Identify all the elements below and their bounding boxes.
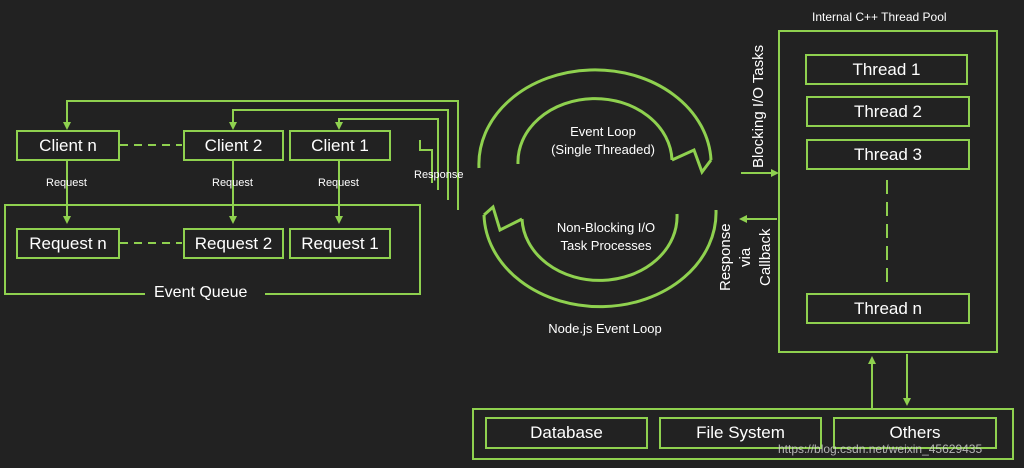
non-blocking-title: Non-Blocking I/O Task Processes bbox=[533, 219, 679, 255]
response-stub bbox=[419, 140, 433, 183]
client-n-box: Client n bbox=[16, 130, 120, 161]
event-loop-bottom-arc-outer bbox=[482, 209, 718, 309]
event-loop-top-arc-outer bbox=[477, 68, 713, 169]
event-queue-outline bbox=[4, 204, 421, 295]
request-label-2: Request bbox=[212, 177, 253, 189]
non-blocking-line1: Non-Blocking I/O bbox=[556, 220, 656, 235]
callback-line3: Callback bbox=[757, 228, 774, 286]
thread-pool-title: Internal C++ Thread Pool bbox=[812, 10, 947, 24]
request-2-box: Request 2 bbox=[183, 228, 284, 259]
resources-outline bbox=[472, 408, 1014, 460]
file-system-label: File System bbox=[696, 423, 785, 442]
client-2-box: Client 2 bbox=[183, 130, 284, 161]
database-box: Database bbox=[485, 417, 648, 449]
request-1-box: Request 1 bbox=[289, 228, 391, 259]
thread-2-box: Thread 2 bbox=[806, 96, 970, 127]
response-label: Response bbox=[414, 169, 464, 181]
event-loop-top-arrowhead bbox=[671, 147, 713, 176]
thread-1-box: Thread 1 bbox=[805, 54, 968, 85]
event-loop-caption: Node.js Event Loop bbox=[548, 321, 662, 336]
thread-1-label: Thread 1 bbox=[852, 59, 921, 79]
client-1-label: Client 1 bbox=[311, 135, 369, 155]
database-label: Database bbox=[530, 423, 603, 442]
client-1-box: Client 1 bbox=[289, 130, 391, 161]
thread-3-label: Thread 3 bbox=[853, 144, 923, 164]
event-loop-bottom-arc-inner bbox=[520, 213, 679, 282]
response-to-client-n bbox=[63, 100, 459, 210]
client-2-label: Client 2 bbox=[204, 135, 263, 155]
event-queue-label: Event Queue bbox=[148, 284, 254, 302]
thread-n-label: Thread n bbox=[853, 298, 923, 318]
others-label: Others bbox=[889, 423, 941, 442]
file-system-box: File System bbox=[659, 417, 822, 449]
event-loop-bottom-arrowhead bbox=[483, 204, 523, 233]
request-n-box: Request n bbox=[16, 228, 120, 259]
request-2-label: Request 2 bbox=[194, 233, 273, 253]
thread-n-box: Thread n bbox=[806, 293, 970, 324]
request-label-1: Request bbox=[318, 177, 359, 189]
response-to-client-2 bbox=[229, 109, 449, 200]
response-to-client-1 bbox=[335, 118, 439, 190]
blocking-io-label: Blocking I/O Tasks bbox=[750, 44, 767, 168]
event-loop-top-arc-inner bbox=[516, 97, 674, 165]
non-blocking-line2: Task Processes bbox=[560, 238, 652, 253]
event-loop-line1: Event Loop bbox=[570, 124, 636, 139]
request-label-n: Request bbox=[46, 177, 87, 189]
thread-3-box: Thread 3 bbox=[806, 139, 970, 170]
request-1-label: Request 1 bbox=[301, 233, 379, 253]
event-loop-title: Event Loop (Single Threaded) bbox=[530, 123, 676, 159]
thread-pool-outline bbox=[778, 30, 998, 353]
client-n-label: Client n bbox=[39, 135, 97, 155]
callback-line2: via bbox=[737, 247, 754, 267]
watermark: https://blog.csdn.net/weixin_45629435 bbox=[778, 442, 983, 456]
callback-label: Response via Callback bbox=[716, 222, 776, 292]
request-n-label: Request n bbox=[29, 233, 107, 253]
callback-line1: Response bbox=[717, 223, 734, 291]
event-loop-line2: (Single Threaded) bbox=[551, 142, 655, 157]
others-box: Others bbox=[833, 417, 997, 449]
thread-2-label: Thread 2 bbox=[853, 101, 923, 121]
